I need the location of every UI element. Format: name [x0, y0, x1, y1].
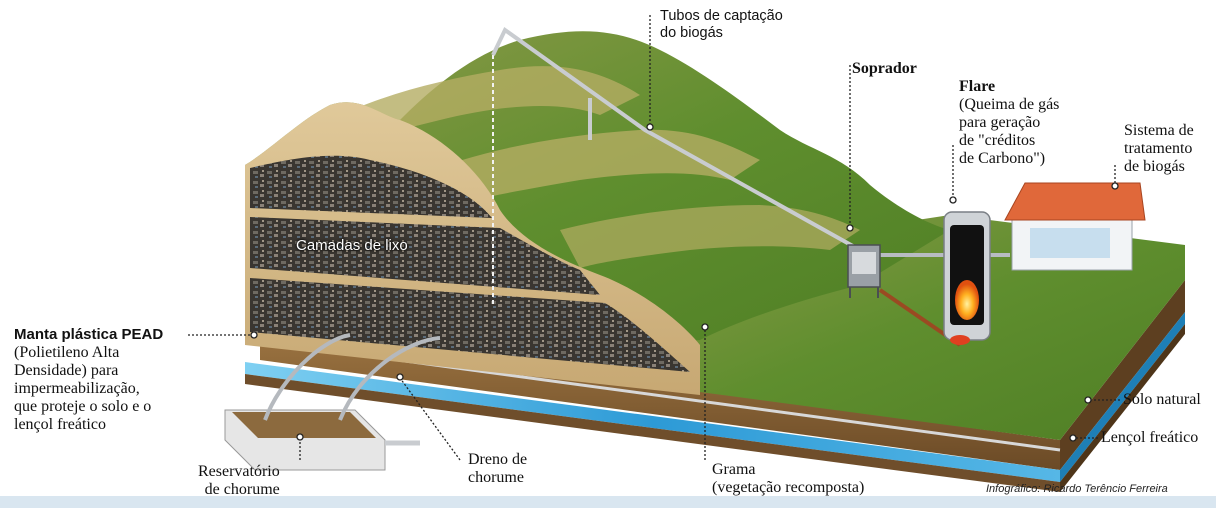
leachate-reservoir	[224, 409, 420, 471]
label-tubos-line2: do biogás	[660, 25, 723, 41]
deep-soil	[245, 374, 1060, 492]
groundwater-side	[1060, 312, 1185, 482]
label-manta-line1: (Polietileno Alta	[14, 344, 120, 361]
label-reservatorio-line1: Reservatório	[198, 463, 280, 480]
gas-pipe-main	[491, 26, 861, 252]
treatment-building	[1004, 182, 1146, 271]
label-dreno-chorume: Dreno de chorume	[468, 451, 527, 487]
label-sistema-line1: Sistema de	[1124, 122, 1194, 139]
blower-unit	[847, 244, 881, 298]
label-flare: Flare (Queima de gás para geração de "cr…	[959, 78, 1059, 168]
leader-lines	[188, 15, 1120, 461]
label-manta-title: Manta plástica PEAD	[14, 326, 164, 343]
trash-layer-3	[250, 278, 690, 372]
label-flare-line2: para geração	[959, 114, 1041, 131]
label-flare-line4: de Carbono")	[959, 150, 1046, 167]
bottom-rule	[0, 496, 1216, 508]
label-lencol-freatico: Lençol freático	[1101, 429, 1199, 446]
deep-soil-side	[1060, 324, 1185, 492]
label-manta-line4: que proteje o solo e o	[14, 398, 152, 415]
label-soprador: Soprador	[852, 60, 917, 77]
trash-layer-1	[250, 155, 492, 218]
label-reservatorio: Reservatório de chorume	[198, 463, 280, 499]
leader-dots	[250, 123, 1119, 442]
groundwater-layer	[245, 362, 1060, 482]
label-sistema-line2: tratamento	[1124, 140, 1193, 157]
label-sistema-tratamento: Sistema de tratamento de biogás	[1124, 122, 1194, 176]
credit-text: Infográfico: Ricardo Terêncio Ferreira	[986, 483, 1168, 495]
leachate-drain-1	[263, 333, 351, 421]
label-camadas-lixo: Camadas de lixo	[296, 237, 408, 254]
label-dreno-line2: chorume	[468, 469, 524, 486]
label-grama: Grama (vegetação recomposta)	[712, 461, 864, 497]
grass-stripe-3	[560, 205, 860, 268]
flare-unit	[943, 211, 991, 345]
label-manta-pead: Manta plástica PEAD (Polietileno Alta De…	[14, 326, 163, 434]
label-grama-line1: Grama	[712, 461, 756, 478]
label-flare-line1: (Queima de gás	[959, 96, 1060, 113]
label-tubos-biogas: Tubos de captação do biogás	[660, 8, 783, 42]
label-manta-line3: impermeabilização,	[14, 380, 140, 397]
label-grama-line2: (vegetação recomposta)	[712, 479, 865, 496]
soil-side-face	[1060, 280, 1185, 470]
label-tubos-line1: Tubos de captação	[660, 8, 783, 24]
label-solo-natural: Solo natural	[1123, 391, 1201, 408]
grass-stripe-2	[420, 129, 760, 210]
leachate-drain-2	[338, 336, 441, 421]
label-sistema-line3: de biogás	[1124, 158, 1185, 175]
trash-layer-2	[250, 217, 600, 295]
label-flare-line3: de "créditos	[959, 132, 1036, 149]
label-manta-line5: lençol freático	[14, 416, 106, 433]
label-dreno-line1: Dreno de	[468, 451, 528, 468]
label-flare-title: Flare	[959, 78, 996, 95]
label-manta-line2: Densidade) para	[14, 362, 119, 379]
label-reservatorio-line2: de chorume	[204, 481, 280, 498]
